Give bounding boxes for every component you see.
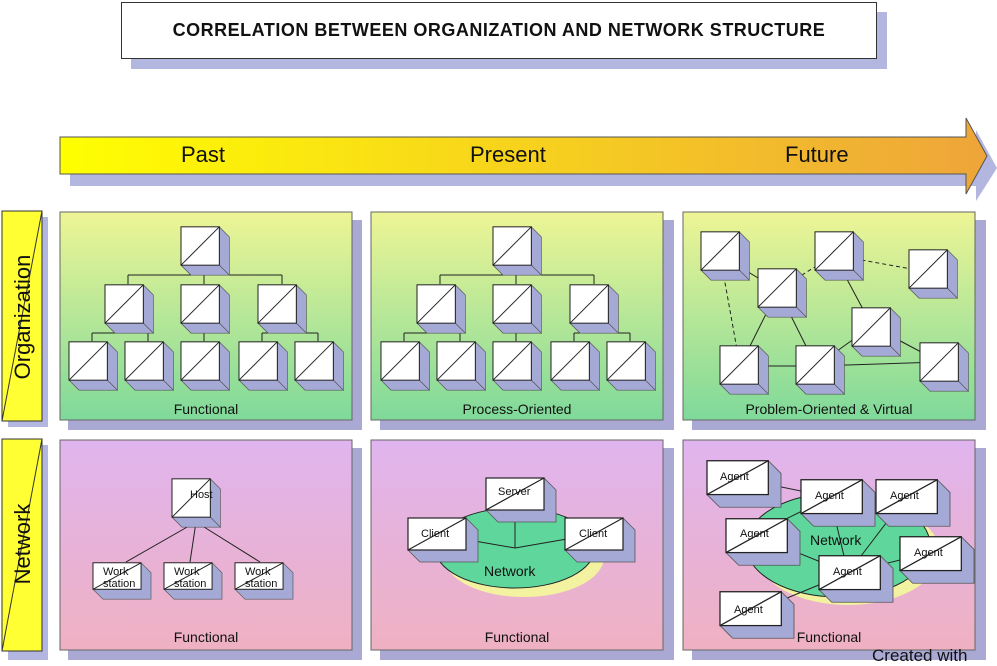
era-present-label: Present [470,142,546,167]
host-label: Host [190,489,213,501]
org-panel-label-future: Problem-Oriented & Virtual [745,401,913,417]
era-future-label: Future [785,142,849,167]
agent-label-3: Agent [890,490,919,502]
agent-label-5: Agent [914,547,943,559]
era-past-label: Past [181,142,226,167]
server-label: Server [498,486,531,498]
network-label-present: Network [484,563,536,579]
agent-label-6: Agent [833,566,862,578]
agent-label-1: Agent [720,471,749,483]
agent-label-4: Agent [740,528,769,540]
net-panel-label-present: Functional [484,629,550,645]
row-label-boxes [1,210,48,660]
page-title: CORRELATION BETWEEN ORGANIZATION AND NET… [121,2,877,59]
client-label-1: Client [421,528,449,540]
timeline-arrow [59,117,997,201]
net-host-links [125,521,261,563]
client-label-2: Client [579,528,607,540]
net-panel-label-past: Functional [173,629,239,645]
credit-text: Created with [872,646,968,665]
org-panel-label-past: Functional [173,401,239,417]
network-label-future: Network [810,532,862,548]
agent-label-7: Agent [734,604,763,616]
net-panel-label-future: Functional [796,629,862,645]
org-panel-label-present: Process-Oriented [462,401,572,417]
agent-label-2: Agent [815,490,844,502]
